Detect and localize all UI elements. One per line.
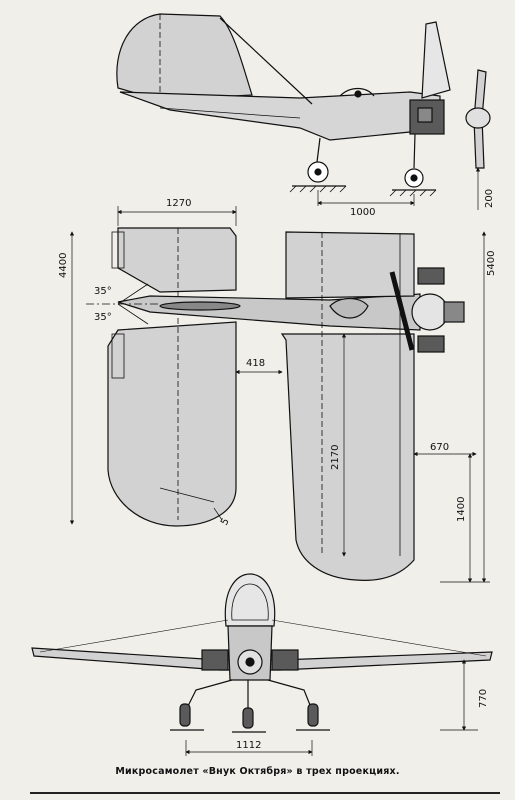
fuselage-side [119,91,441,141]
dim-angle-upper: 35° [94,286,112,297]
dim-front-height: 770 [478,689,489,708]
dim-wheelbase: 1000 [350,207,375,218]
dim-wing-length: 2170 [330,445,341,470]
divider [30,792,500,794]
top-view [69,206,490,583]
engine-top [411,293,449,331]
dim-prop-clearance: 200 [484,189,495,208]
dim-wing-tip-offset: 670 [430,442,449,453]
main-wheel-left-front [179,703,191,727]
wing-upper [285,231,415,299]
horizontal-tail-left [117,227,237,293]
dim-tail-gap: 418 [246,358,265,369]
wing-lower [280,333,415,581]
dim-tail-chord-total: 4400 [58,253,69,278]
dim-tail-span: 1270 [166,198,191,209]
propeller-top [389,271,415,351]
rudder [116,13,253,101]
windshield-side [421,21,451,99]
main-wheel-right-front [307,703,319,727]
figure-caption: Микросамолет «Внук Октября» в трех проек… [115,766,400,777]
windshield-front [224,573,276,627]
dim-wingspan-half: 5400 [486,251,497,276]
dim-wing-root-chord: 1400 [456,497,467,522]
dim-angle-lower: 35° [94,312,112,323]
fuselage-top [117,293,421,331]
dim-track: 1112 [236,740,261,751]
side-view [116,13,491,210]
dim-tail-edge: 5 [219,516,232,527]
nose-wheel-front [242,707,254,729]
front-view [31,573,493,756]
horizontal-tail-lower [107,321,237,527]
